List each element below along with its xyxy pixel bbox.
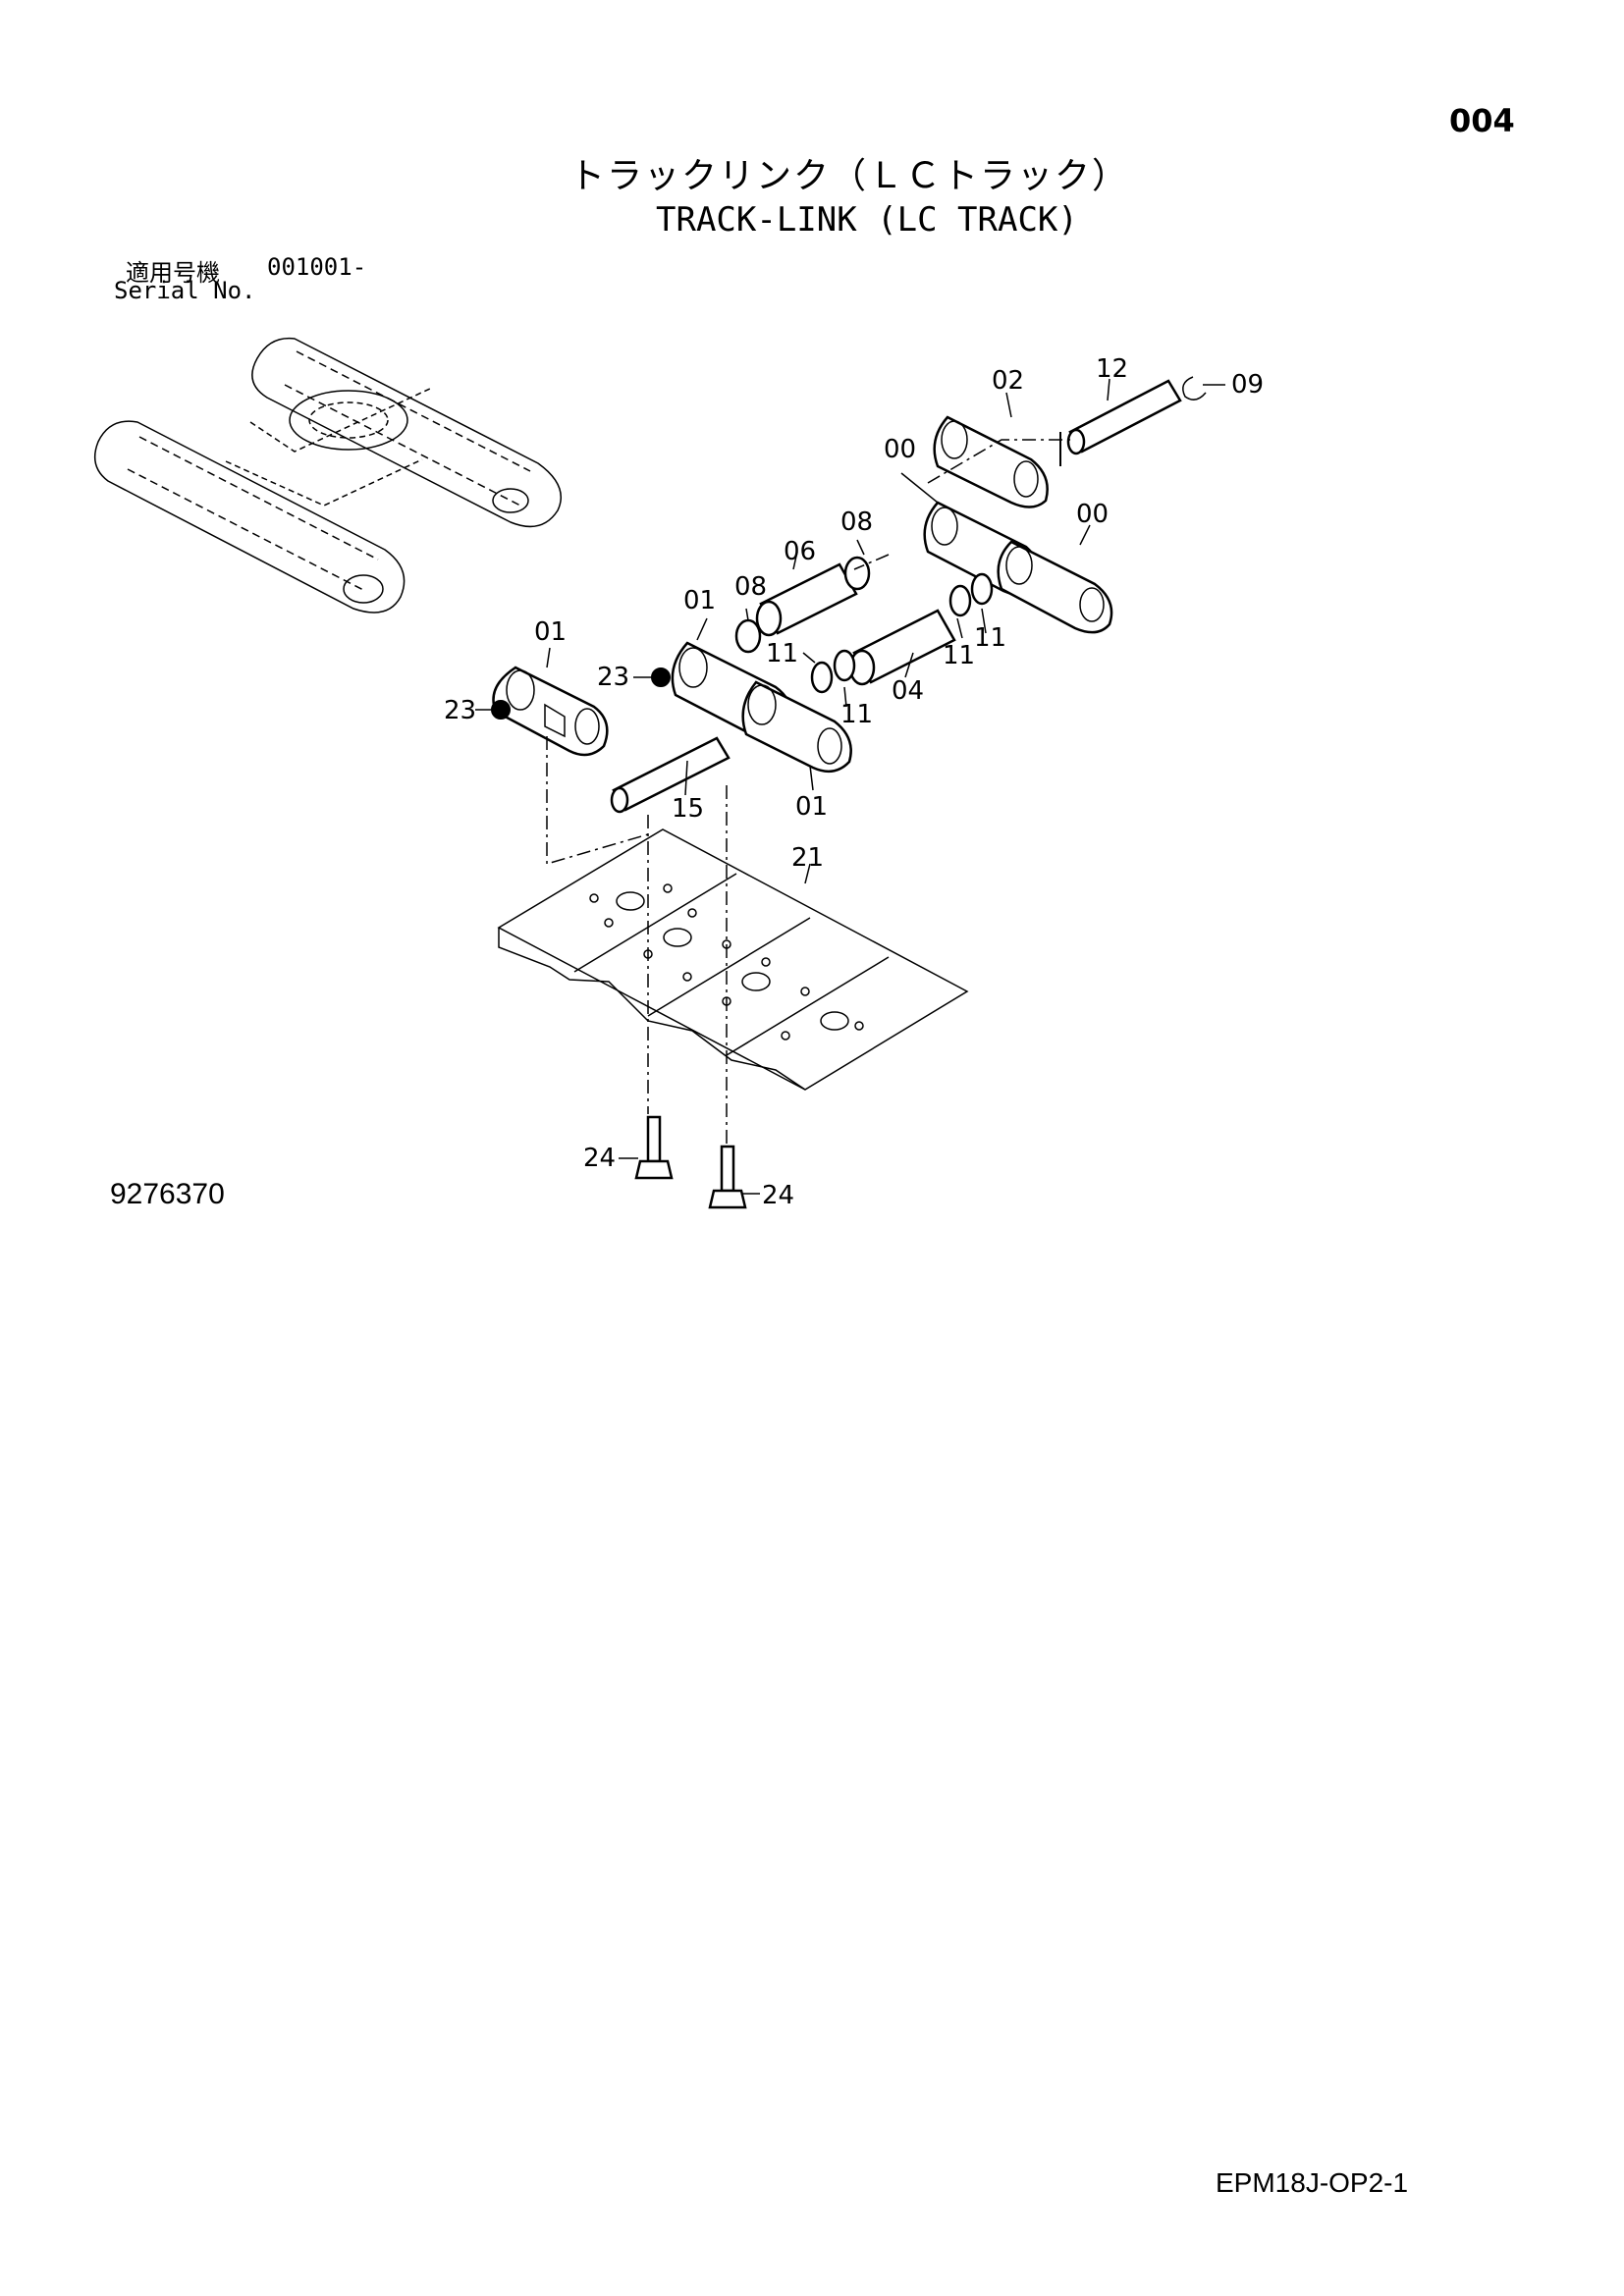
serial-label-japanese: 適用号機 [126, 259, 220, 287]
callout-24-right: 24 [762, 1181, 794, 1210]
pin-12 [1066, 379, 1182, 455]
bolt-24-right [708, 1145, 747, 1209]
callout-23-left: 23 [444, 696, 476, 725]
seal-rings [734, 376, 1207, 694]
undercarriage-overview-sketch [93, 337, 562, 614]
nut-23-center [651, 667, 671, 687]
callout-02: 02 [992, 366, 1024, 396]
callout-08-upper: 08 [840, 507, 873, 537]
title-japanese: トラックリンク（ＬＣトラック） [569, 156, 1130, 196]
footer-code: EPM18J-OP2-1 [1216, 2167, 1409, 2198]
callout-labels: 09 12 02 00 00 08 06 08 01 01 23 23 11 1… [444, 354, 1264, 1210]
callout-24-left: 24 [583, 1144, 616, 1173]
callout-01-center: 01 [683, 586, 716, 615]
callout-11-d: 11 [974, 623, 1006, 653]
callout-09: 09 [1231, 370, 1264, 400]
callout-11-c: 11 [943, 641, 975, 670]
track-link-lower-left [492, 666, 609, 757]
track-link-lower-right [671, 641, 852, 774]
callout-15: 15 [672, 794, 704, 824]
callout-23-center: 23 [597, 663, 629, 692]
nut-23-left [491, 700, 511, 720]
callout-21: 21 [791, 843, 824, 873]
serial-label-english: Serial No. [114, 277, 256, 304]
callout-12: 12 [1096, 354, 1128, 384]
callout-11-a: 11 [766, 639, 798, 668]
callout-01-left: 01 [534, 617, 567, 647]
bushing-06 [755, 562, 858, 637]
callout-06: 06 [784, 537, 816, 566]
center-lines [546, 432, 1075, 1144]
callout-08-lower: 08 [734, 572, 767, 602]
track-link-upper-00 [923, 501, 1113, 634]
callout-04: 04 [892, 676, 924, 706]
track-link-upper-02 [933, 415, 1049, 508]
bolt-24-left [634, 1115, 674, 1180]
callout-00-right: 00 [1076, 500, 1109, 529]
title-english: TRACK-LINK (LC TRACK) [656, 200, 1078, 240]
callout-00-upper: 00 [884, 435, 916, 464]
callout-01-lower: 01 [795, 792, 828, 822]
leader-lines [475, 378, 1225, 1195]
callout-11-b: 11 [840, 700, 873, 729]
drawing-number: 9276370 [110, 1178, 225, 1210]
page-number: 004 [1449, 102, 1515, 139]
bushing-04 [848, 609, 956, 686]
shoe-bolt-holes [589, 883, 864, 1041]
serial-range: 001001- [267, 253, 367, 281]
pin-15 [610, 736, 731, 814]
track-shoe-plates [497, 828, 969, 1091]
